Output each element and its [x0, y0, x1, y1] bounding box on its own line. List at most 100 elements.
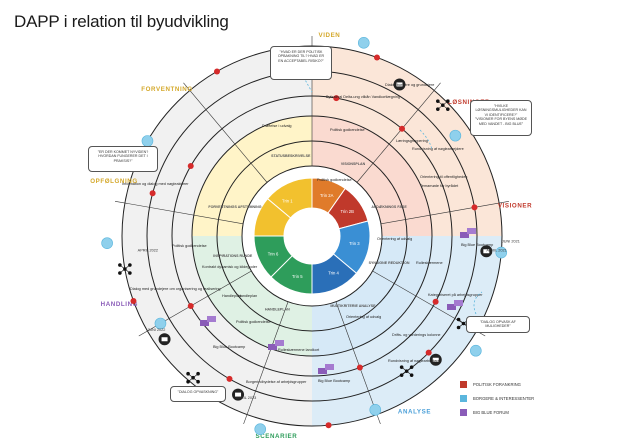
activity-label: Big Blue Bootcamp — [318, 379, 350, 383]
step-label: Trin 2A — [320, 193, 334, 198]
activity-label: Rundvisning af nøglearbejdere — [388, 359, 440, 363]
citizen-event-icon — [449, 129, 462, 142]
activity-label: Handleplan — [222, 294, 241, 298]
meeting-icon — [158, 333, 171, 346]
core-heading: HANDLEPLAN — [265, 307, 290, 311]
political-milestone-dot — [333, 95, 340, 102]
political-milestone-dot — [214, 68, 220, 75]
step-label: Trin 5 — [292, 274, 303, 279]
quote-bubble: "DIALOG OPVASK AF MULIGHEDER" — [466, 316, 530, 333]
quote-bubble: "ER DER KOMMET NYVIDEN? HVORDAN FUNGERER… — [88, 146, 158, 172]
legend-swatch — [460, 395, 467, 402]
citizen-event-icon — [369, 404, 382, 416]
date-label: APRIL 2022 — [138, 248, 158, 252]
political-milestone-dot — [425, 349, 432, 356]
activity-label: Orientering af udvalg — [377, 237, 412, 241]
political-milestone-dot — [432, 298, 439, 305]
big-blue-forum-icon — [268, 340, 284, 350]
core-heading: MULTIKRITERIE ANALYSE — [330, 304, 376, 308]
political-milestone-dot — [226, 375, 233, 382]
core-heading: VISIONSPLAN — [341, 162, 366, 166]
step-label: Trin 1 — [282, 198, 293, 203]
page-title: DAPP i relation til byudvikling — [14, 12, 229, 31]
political-milestone-dot — [356, 364, 363, 371]
activity-label: Politisk godkendelse — [236, 320, 271, 324]
activity-label: Borgerindbydelse af arbejdsgrupper — [246, 380, 307, 384]
activity-label: Dialog borgere og grundejere — [385, 83, 434, 87]
core-heading: SYNSIGNE REDUKTION — [369, 261, 410, 265]
activity-label: Handleplan — [238, 294, 257, 298]
political-milestone-dot — [325, 422, 332, 429]
activity-label: Politisk godkendelse — [330, 128, 365, 132]
step-label: Trin 4 — [328, 271, 339, 276]
network-icon — [399, 365, 414, 377]
big-blue-forum-icon — [460, 228, 476, 238]
legend-item: BIG BLUE FORUM — [460, 409, 509, 416]
citizen-event-icon — [101, 237, 113, 249]
spoke — [114, 200, 244, 225]
citizen-event-icon — [254, 423, 267, 435]
citizen-event-icon — [357, 37, 370, 49]
quadrant-tint-1 — [312, 236, 502, 426]
step-label: Trin 3 — [349, 241, 360, 246]
network-icon — [118, 263, 132, 275]
date-label: APRIL 2023 — [236, 396, 256, 400]
meeting-icon — [429, 353, 442, 366]
core-heading: FORVENTNINGS AFSTEMNING — [208, 205, 261, 209]
connector-arrow — [299, 69, 313, 93]
legend-item: BORGERE & INTERESSENTER — [460, 395, 534, 402]
spoke — [243, 301, 289, 425]
connector-arrow — [419, 129, 433, 151]
legend-item: POLITISK FORANKRING — [460, 381, 521, 388]
meeting-icon — [232, 388, 245, 401]
date-label: JUNI 2022 — [147, 328, 165, 332]
quote-bubble: "DIALOG OPVASKNING" — [170, 386, 226, 402]
phase-label-analyse: ANALYSE — [398, 409, 431, 416]
activity-label: Politisk godkendelse — [172, 244, 207, 248]
core-heading: AFDÆKNINGS FASE — [371, 205, 407, 209]
big-blue-forum-icon — [447, 300, 463, 310]
date-label: JUNI 2021 — [502, 240, 520, 244]
citizen-event-icon — [495, 246, 508, 259]
step-label: Trin 2B — [341, 209, 355, 214]
core-center — [289, 213, 335, 259]
legend-swatch — [460, 409, 467, 416]
phase-label-opfolgning: OPFØLGNING — [90, 178, 138, 185]
activity-label: Dialog med grundejere om organisering og… — [130, 287, 221, 291]
spoke — [183, 82, 268, 183]
quadrant-tint-0 — [312, 46, 502, 236]
phase-label-scenarier: SCENARIER — [255, 433, 297, 438]
phase-label-visioner: VISIONER — [498, 202, 532, 209]
step-label: Trin 6 — [268, 252, 279, 257]
core-heading: INSPIRATIONS RUNDE — [213, 254, 253, 258]
activity-label: Information og dialog med nøgleaktører — [122, 182, 189, 186]
activity-label: Rulleskærmene landkort — [278, 348, 320, 352]
spoke — [335, 301, 381, 425]
activity-label: Orientering af udvalg — [346, 315, 381, 319]
quadrant-tint-3 — [122, 46, 312, 236]
date-label: APRIL 2021 — [486, 248, 506, 252]
connector-arrow — [473, 291, 483, 315]
activity-label: Byfestival Delta-ung vilkån Vandkortlægn… — [326, 95, 400, 99]
political-milestone-dot — [130, 297, 137, 304]
legend-label: POLITISK FORANKRING — [473, 382, 521, 387]
activity-label: Big Blue Bootcamp — [461, 243, 493, 247]
legend-label: BORGERE & INTERESSENTER — [473, 396, 535, 401]
network-icon — [436, 99, 450, 111]
phase-label-forventning: FORVENTNING — [141, 86, 193, 93]
network-icon — [186, 371, 200, 384]
political-milestone-dot — [471, 204, 478, 211]
quote-bubble: "HVAD ER DER POLITISK OPBAKNING TIL? HVA… — [270, 46, 332, 80]
political-milestone-dot — [187, 163, 194, 169]
activity-label: Rulleskærmene — [416, 261, 443, 265]
political-milestone-dot — [149, 190, 156, 197]
activity-label: Temamøde for byrådet — [420, 184, 459, 188]
activity-label: Drifts- og vurderings kolonne — [392, 333, 441, 337]
big-blue-forum-icon — [200, 316, 216, 326]
phase-label-losninger: LØSNINGER — [448, 99, 490, 106]
core-heading: STATUSBESKRIVELSE — [271, 154, 311, 158]
activity-label: Kategoriseret på arbejdsgrupper — [428, 293, 483, 297]
spoke — [356, 82, 441, 183]
phase-label-handling: HANDLING — [101, 301, 138, 308]
